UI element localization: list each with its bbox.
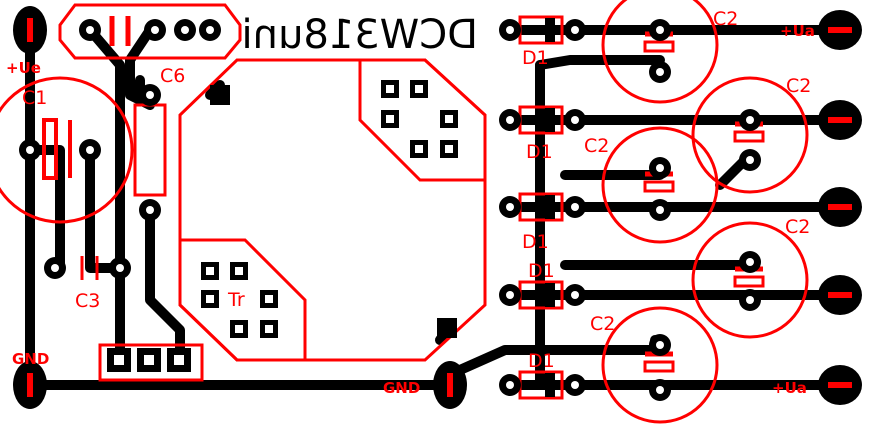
label-c2-4: C2	[785, 216, 810, 238]
label-d1-2: D1	[526, 141, 553, 163]
connector-outline	[98, 343, 204, 382]
label-c2-1: C2	[713, 8, 738, 30]
label-c2-2: C2	[786, 75, 811, 97]
transformer-inner-bottom	[178, 238, 307, 362]
label-c2-3: C2	[584, 135, 609, 157]
label-c2-5: C2	[590, 313, 615, 335]
label-d1-4: D1	[528, 260, 555, 282]
label-d1-5: D1	[528, 350, 555, 372]
trace-gnd-right	[455, 345, 660, 375]
c1-outline	[0, 76, 134, 224]
silkscreen	[0, 0, 809, 424]
pads-edge-oval	[13, 6, 862, 409]
label-d1-1: D1	[522, 47, 549, 69]
c2-outline-2	[691, 76, 809, 194]
d1-cathode-bands	[545, 18, 555, 397]
label-plus-ua-bottom: +Ua	[772, 379, 807, 397]
board-title: DCW318uni	[242, 12, 478, 58]
label-gnd-left: GND	[12, 350, 49, 368]
label-c3: C3	[75, 290, 100, 312]
c2-outline-3	[601, 126, 719, 244]
board-title-group: DCW318uni	[242, 12, 478, 58]
label-plus-ue: +Ue	[6, 59, 41, 77]
c2-outline-1	[601, 0, 719, 104]
label-plus-ua-top: +Ua	[780, 22, 815, 40]
trace-c6-left	[85, 25, 125, 355]
resistor-outline	[133, 103, 167, 197]
label-c6: C6	[160, 65, 185, 87]
c2-outline-4	[691, 221, 809, 339]
label-c1: C1	[22, 87, 47, 109]
label-d1-3: D1	[522, 231, 549, 253]
c1-plate	[42, 118, 58, 180]
trace-r-to-conn	[145, 205, 185, 363]
transformer-inner-top	[358, 58, 487, 182]
pads-square	[107, 80, 458, 372]
c2-outline-5	[601, 306, 719, 424]
label-gnd-mid: GND	[383, 379, 420, 397]
pads-round	[19, 19, 761, 401]
label-tr: Tr	[227, 289, 245, 311]
c6-outline	[58, 3, 242, 60]
trace-link-a	[535, 55, 665, 70]
